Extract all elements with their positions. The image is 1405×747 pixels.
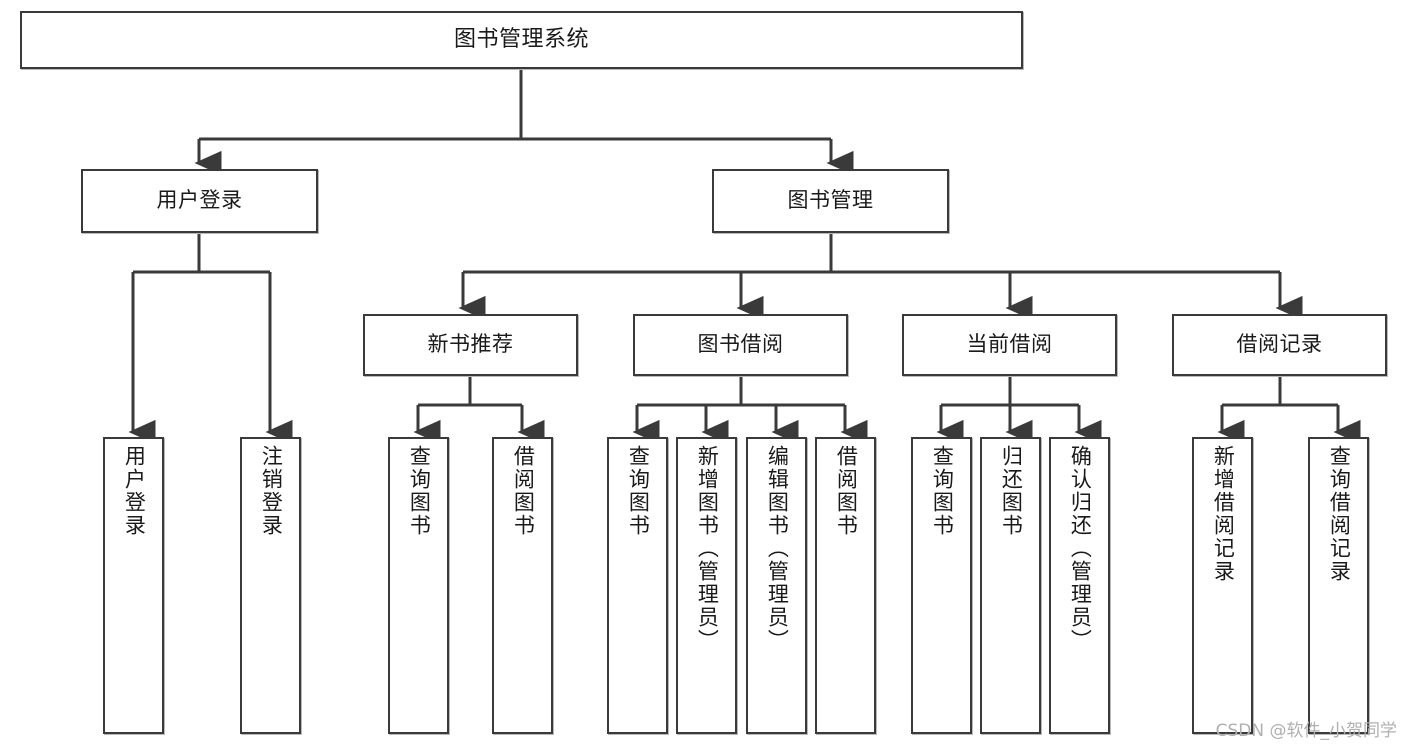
leaf-book-borrow-query[interactable]: 查询图书: [607, 437, 668, 734]
node-user-login-label: 用户登录: [156, 188, 243, 213]
leaf-current-borrow-confirm-label: 确认归还（管理员）: [1068, 445, 1093, 652]
node-current-borrow-label: 当前借阅: [966, 332, 1053, 357]
node-root-label: 图书管理系统: [453, 26, 589, 52]
node-book-management[interactable]: 图书管理: [712, 169, 949, 233]
leaf-current-borrow-query[interactable]: 查询图书: [911, 437, 972, 734]
node-current-borrow[interactable]: 当前借阅: [902, 314, 1117, 376]
leaf-book-borrow-query-label: 查询图书: [626, 445, 651, 537]
leaf-book-borrow-add[interactable]: 新增图书（管理员）: [676, 437, 737, 734]
leaf-current-borrow-return[interactable]: 归还图书: [980, 437, 1041, 734]
leaf-book-borrow-borrow[interactable]: 借阅图书: [815, 437, 876, 734]
leaf-borrow-record-add-label: 新增借阅记录: [1211, 445, 1236, 583]
node-borrow-record-label: 借阅记录: [1236, 332, 1323, 357]
leaf-book-borrow-edit[interactable]: 编辑图书（管理员）: [746, 437, 807, 734]
leaf-book-borrow-edit-label: 编辑图书（管理员）: [765, 445, 790, 652]
leaf-new-book-query[interactable]: 查询图书: [388, 437, 449, 734]
node-new-book-recommend[interactable]: 新书推荐: [363, 314, 578, 376]
leaf-current-borrow-confirm[interactable]: 确认归还（管理员）: [1049, 437, 1110, 734]
leaf-borrow-record-query-label: 查询借阅记录: [1327, 445, 1352, 583]
leaf-new-book-query-label: 查询图书: [407, 445, 432, 537]
node-book-management-label: 图书管理: [787, 188, 874, 213]
node-borrow-record[interactable]: 借阅记录: [1172, 314, 1387, 376]
leaf-user-login-signin-label: 用户登录: [122, 445, 147, 537]
leaf-book-borrow-borrow-label: 借阅图书: [834, 445, 859, 537]
leaf-user-login-signin[interactable]: 用户登录: [103, 437, 164, 734]
leaf-current-borrow-query-label: 查询图书: [930, 445, 955, 537]
node-root[interactable]: 图书管理系统: [20, 11, 1023, 69]
leaf-new-book-borrow[interactable]: 借阅图书: [492, 437, 553, 734]
leaf-book-borrow-add-label: 新增图书（管理员）: [695, 445, 720, 652]
node-user-login[interactable]: 用户登录: [81, 169, 318, 233]
leaf-user-login-signout-label: 注销登录: [259, 445, 284, 537]
leaf-borrow-record-query[interactable]: 查询借阅记录: [1308, 437, 1369, 734]
leaf-new-book-borrow-label: 借阅图书: [511, 445, 536, 537]
leaf-borrow-record-add[interactable]: 新增借阅记录: [1192, 437, 1253, 734]
leaf-current-borrow-return-label: 归还图书: [999, 445, 1024, 537]
leaf-user-login-signout[interactable]: 注销登录: [240, 437, 301, 734]
csdn-watermark: CSDN @软件_小贺同学: [1215, 721, 1397, 741]
node-book-borrow[interactable]: 图书借阅: [633, 314, 848, 376]
node-book-borrow-label: 图书借阅: [697, 332, 784, 357]
node-new-book-recommend-label: 新书推荐: [427, 332, 514, 357]
